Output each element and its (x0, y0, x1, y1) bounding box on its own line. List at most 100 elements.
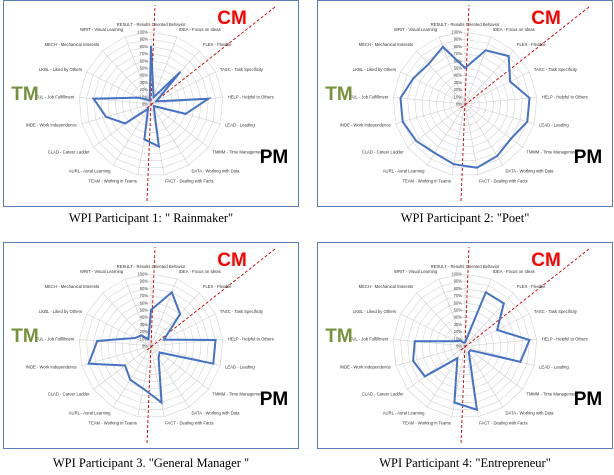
series-line (91, 46, 212, 149)
data-point (153, 105, 155, 108)
dashed-axis-line (460, 6, 590, 109)
grid-spoke (426, 103, 466, 166)
series-line (399, 45, 531, 169)
radial-tick-label: 100% (137, 272, 148, 277)
grid-spoke (150, 345, 190, 408)
grid-spoke (150, 292, 200, 347)
radial-tick-label: 80% (140, 286, 149, 291)
category-label: TMMM - Time Management (212, 149, 264, 154)
data-point (526, 120, 529, 123)
grid-spoke (451, 103, 466, 175)
series-line (87, 290, 217, 405)
radial-tick-label: 90% (454, 279, 463, 284)
grid-spoke (93, 103, 152, 148)
data-point (142, 387, 145, 390)
category-label: RESULT - Results Oriented Behavior (431, 22, 500, 27)
radial-tick-label: 40% (454, 315, 463, 320)
grid-spoke (464, 50, 514, 105)
cm-marker: CM (531, 8, 561, 29)
data-point (179, 313, 182, 315)
data-point (124, 122, 126, 125)
chart-caption: WPI Participant 3. "General Manager " (52, 456, 250, 470)
category-label: TASC - Task Specificity (534, 309, 578, 314)
data-point (179, 71, 182, 73)
radial-tick-label: 70% (140, 293, 149, 298)
radar-chart: 100%90%80%70%60%50%40%30%20%10%0%RESULT … (325, 246, 603, 444)
data-point (399, 97, 402, 99)
category-label: MECH - Mechanical Interests (359, 42, 413, 47)
data-point (502, 302, 505, 305)
category-label: IDEA - Focus on Ideas (179, 27, 221, 32)
dashed-axis-line (460, 4, 470, 202)
category-label: TEAM - Working in Teams (88, 179, 136, 184)
radial-tick-label: 0% (142, 344, 148, 349)
category-label: TASC - Task Specificity (534, 67, 578, 72)
category-label: DATA - Working with Data (506, 169, 555, 174)
radar-panel: 100%90%80%70%60%50%40%30%20%10%0%RESULT … (3, 242, 299, 474)
dashed-axis-line (460, 248, 590, 351)
grid-ring (435, 316, 495, 375)
category-label: IDEA - Focus on Ideas (493, 27, 535, 32)
data-point (528, 339, 531, 341)
grid-ring (78, 31, 224, 176)
grid-ring (450, 331, 480, 361)
grid-spoke (416, 50, 466, 105)
grid-ring (86, 38, 216, 168)
radial-tick-label: 0% (456, 344, 462, 349)
category-label: TASC - Task Specificity (220, 309, 264, 314)
radial-tick-label: 20% (140, 87, 149, 92)
grid-ring (392, 273, 538, 418)
category-label: INDE - Work Independence (26, 365, 78, 370)
radar-panel: 100%90%80%70%60%50%40%30%20%10%0%RESULT … (317, 0, 613, 230)
category-label: INDE - Work Independence (340, 365, 392, 370)
category-label: MECH - Mechanical Interests (45, 42, 99, 47)
data-point (184, 113, 187, 115)
radial-tick-label: 30% (454, 322, 463, 327)
data-point (170, 291, 173, 294)
dashed-axis-line (460, 246, 470, 444)
category-label: FLEX - Flexible (203, 284, 232, 289)
grid-ring (392, 31, 538, 176)
radial-tick-label: 50% (140, 66, 149, 71)
grid-spoke (416, 292, 466, 347)
data-point (423, 375, 426, 378)
grid-ring (407, 288, 523, 403)
grid-spoke (395, 103, 466, 124)
data-point (507, 55, 510, 57)
category-label: DATA - Working with Data (192, 169, 241, 174)
category-label: LKBL - Liked by Others (353, 309, 396, 314)
grid-spoke (464, 103, 523, 148)
grid-ring (421, 60, 509, 147)
data-point (415, 140, 418, 142)
radial-tick-label: 70% (140, 51, 149, 56)
category-label: RESULT - Results Oriented Behavior (117, 264, 186, 269)
grid-spoke (407, 103, 466, 148)
data-point (87, 362, 90, 365)
grid-ring (421, 302, 509, 389)
category-label: INDE - Work Independence (26, 123, 78, 128)
grid-ring (129, 82, 173, 126)
chart-frame: 100%90%80%70%60%50%40%30%20%10%0%RESULT … (3, 0, 299, 207)
grid-ring (86, 280, 216, 410)
chart-caption: WPI Participant 2: "Poet" (400, 211, 530, 225)
grid-spoke (79, 339, 152, 347)
radial-tick-label: 30% (140, 80, 149, 85)
grid-ring (93, 46, 209, 161)
data-point (155, 100, 158, 103)
radial-tick-label: 20% (454, 329, 463, 334)
data-point (137, 96, 140, 99)
category-label: CLAD - Career Ladder (362, 391, 404, 396)
category-label: LEAD - Leading (225, 365, 255, 370)
grid-ring (121, 74, 181, 133)
category-label: LEAD - Leading (539, 365, 569, 370)
category-label: MECH - Mechanical Interests (359, 284, 413, 289)
category-label: MECH - Mechanical Interests (45, 284, 99, 289)
grid-ring (428, 309, 502, 382)
category-label: IFUL - Job Fulfillment (349, 94, 389, 99)
radial-tick-label: 40% (140, 73, 149, 78)
radial-tick-label: 90% (454, 37, 463, 42)
dashed-axis-line (146, 6, 276, 109)
grid-spoke (150, 36, 178, 105)
grid-spoke (79, 97, 152, 105)
pm-marker: PM (574, 389, 603, 410)
